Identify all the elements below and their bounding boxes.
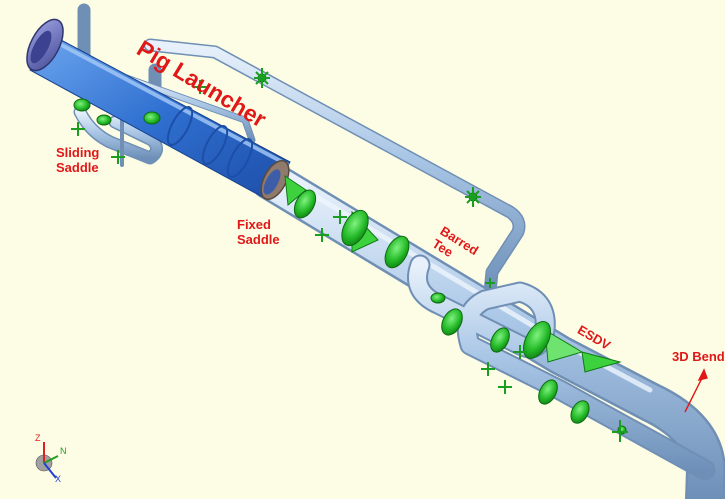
axis-x-label: X (55, 474, 62, 484)
label-fixed-saddle-line1: Fixed (237, 217, 271, 232)
label-fixed-saddle-line2: Saddle (237, 231, 280, 247)
bend-arrow (684, 368, 708, 413)
label-sliding-saddle-line1: Sliding (56, 145, 100, 160)
flanges (73, 73, 627, 435)
launcher-end-flange (260, 160, 290, 200)
label-fixed-saddle: Fixed Saddle (237, 217, 280, 248)
kicker-line (143, 38, 526, 299)
axis-n-label: N (60, 446, 67, 456)
support-markers (71, 68, 628, 442)
label-3d-bend: 3D Bend (672, 349, 725, 364)
label-sliding-saddle-line2: Saddle (56, 159, 99, 175)
axis-triad (35, 442, 59, 479)
launcher-closure-cap (26, 18, 64, 72)
axis-z-label: Z (35, 433, 41, 443)
label-sliding-saddle: Sliding Saddle (56, 145, 100, 176)
